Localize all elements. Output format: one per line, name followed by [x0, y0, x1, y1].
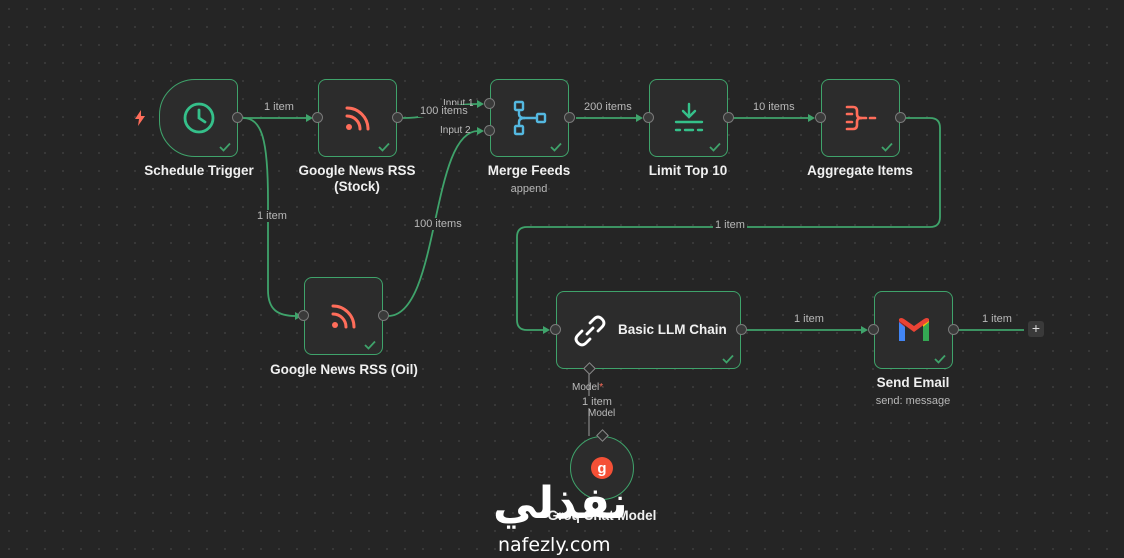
rss-oil-label: Google News RSS (Oil) — [270, 362, 418, 377]
groq-chat-model-node[interactable]: g — [570, 436, 634, 500]
limit-output[interactable] — [723, 112, 734, 123]
merge-feeds-mode: append — [510, 183, 548, 195]
merge-feeds-node[interactable] — [490, 79, 569, 157]
add-node-button[interactable]: + — [1028, 321, 1044, 337]
merge-output[interactable] — [564, 112, 575, 123]
merge-input-1-label: Input 1 — [443, 98, 474, 109]
llm-model-port-text: Model — [572, 382, 600, 393]
rss-stock-label-line1: Google News RSS — [298, 163, 416, 178]
edge-label-trigger-stock: 1 item — [262, 101, 296, 113]
edge-label-llm-email: 1 item — [792, 313, 826, 325]
success-check-icon — [219, 142, 231, 152]
edge-label-merge-limit: 200 items — [582, 101, 634, 113]
rss-oil-node[interactable] — [304, 277, 383, 355]
rss-stock-label: Google News RSS (Stock) — [287, 163, 427, 195]
success-check-icon — [722, 354, 734, 364]
edge-trigger-oil — [242, 117, 297, 317]
limit-input[interactable] — [643, 112, 654, 123]
success-check-icon — [378, 142, 390, 152]
merge-feeds-label: Merge Feeds — [487, 163, 571, 178]
edge-label-limit-aggregate: 10 items — [751, 101, 797, 113]
schedule-trigger-output[interactable] — [232, 112, 243, 123]
edge-label-groq-llm: 1 item — [580, 396, 614, 408]
rss-stock-node[interactable] — [318, 79, 397, 157]
groq-model-port-label: Model — [588, 408, 616, 419]
schedule-trigger-label: Schedule Trigger — [144, 163, 254, 178]
schedule-trigger-node[interactable] — [159, 79, 238, 157]
aggregate-input[interactable] — [815, 112, 826, 123]
gmail-icon — [875, 292, 952, 368]
link-icon — [573, 314, 607, 353]
groq-icon-letter: g — [591, 457, 613, 479]
edge-label-email-out: 1 item — [980, 313, 1014, 325]
send-email-node[interactable] — [874, 291, 953, 369]
llm-chain-output[interactable] — [736, 324, 747, 335]
success-check-icon — [934, 354, 946, 364]
required-marker: * — [599, 382, 604, 393]
send-email-label: Send Email — [876, 375, 950, 390]
rss-icon — [319, 80, 396, 156]
edge-label-aggregate-llm: 1 item — [713, 219, 747, 231]
success-check-icon — [881, 142, 893, 152]
watermark-latin: nafezly.com — [498, 534, 611, 556]
merge-icon — [491, 80, 568, 156]
rss-oil-output[interactable] — [378, 310, 389, 321]
watermark-arabic: نفذلي — [493, 478, 628, 529]
success-check-icon — [709, 142, 721, 152]
limit-icon — [650, 80, 727, 156]
edge-label-stock-merge: 100 items — [418, 105, 470, 117]
aggregate-node[interactable] — [821, 79, 900, 157]
rss-stock-input[interactable] — [312, 112, 323, 123]
trigger-bolt-icon — [134, 110, 146, 131]
limit-label: Limit Top 10 — [648, 163, 728, 178]
clock-icon — [160, 80, 237, 156]
merge-input-2-label: Input 2 — [440, 125, 471, 136]
edge-label-oil-merge: 100 items — [412, 218, 464, 230]
groq-icon: g — [571, 437, 633, 499]
edge-label-trigger-oil: 1 item — [255, 210, 289, 222]
groq-chat-model-label: Groq Chat Model — [547, 508, 657, 523]
rss-oil-input[interactable] — [298, 310, 309, 321]
limit-node[interactable] — [649, 79, 728, 157]
aggregate-icon — [822, 80, 899, 156]
success-check-icon — [364, 340, 376, 350]
merge-input-1[interactable] — [484, 98, 495, 109]
rss-stock-label-line2: (Stock) — [334, 179, 380, 194]
aggregate-output[interactable] — [895, 112, 906, 123]
llm-chain-title: Basic LLM Chain — [618, 322, 727, 337]
merge-input-2[interactable] — [484, 125, 495, 136]
rss-icon — [305, 278, 382, 354]
llm-chain-input[interactable] — [550, 324, 561, 335]
send-email-output[interactable] — [948, 324, 959, 335]
llm-model-port-label: Model* — [572, 382, 603, 393]
send-email-operation: send: message — [875, 395, 951, 407]
llm-chain-node[interactable]: Basic LLM Chain — [556, 291, 741, 369]
success-check-icon — [550, 142, 562, 152]
aggregate-label: Aggregate Items — [807, 163, 913, 178]
send-email-input[interactable] — [868, 324, 879, 335]
rss-stock-output[interactable] — [392, 112, 403, 123]
